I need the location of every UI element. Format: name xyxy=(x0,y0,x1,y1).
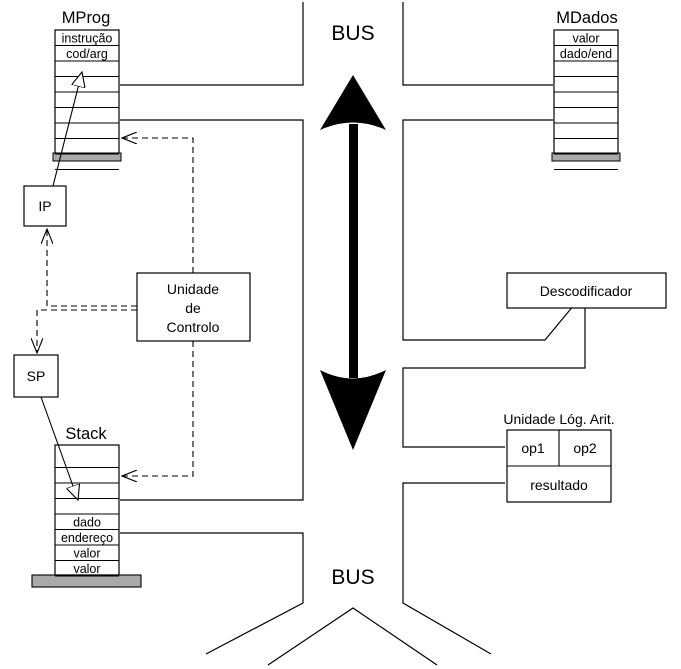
bus-top-label: BUS xyxy=(331,22,374,45)
ip-to-mprog-arrow xyxy=(52,72,82,187)
mdados-cell: dado/end xyxy=(560,47,612,61)
control-line-3: Controlo xyxy=(167,319,220,335)
decoder-box: Descodificador xyxy=(506,272,667,309)
bus-outline xyxy=(120,2,586,666)
alu-result: resultado xyxy=(530,477,588,493)
stack-cell: endereço xyxy=(61,531,113,545)
stack-cell: valor xyxy=(73,562,100,576)
alu-op2: op2 xyxy=(573,440,597,456)
bus-bottom-label: BUS xyxy=(331,566,374,589)
control-line-2: de xyxy=(185,300,201,316)
alu-title: Unidade Lóg. Arit. xyxy=(503,411,614,427)
mdados-title: MDados xyxy=(556,9,617,27)
sp-label: SP xyxy=(27,368,46,384)
stack-cell: valor xyxy=(73,547,100,561)
alu-box: op1 op2 resultado xyxy=(506,429,612,503)
stack-cell: dado xyxy=(73,516,101,530)
sp-register: SP xyxy=(13,354,59,398)
ip-register: IP xyxy=(23,185,67,227)
mprog-cell: cod/arg xyxy=(66,47,108,61)
decoder-label: Descodificador xyxy=(540,283,633,299)
stack-title: Stack xyxy=(65,425,107,443)
control-unit: Unidade de Controlo xyxy=(136,272,251,342)
mdados-cell: valor xyxy=(572,32,599,46)
sp-to-stack-arrow xyxy=(40,396,78,500)
control-line-1: Unidade xyxy=(167,281,219,297)
control-signals xyxy=(37,138,194,476)
mprog-cell: instrução xyxy=(62,32,113,46)
bus-bidirectional-arrow xyxy=(320,75,386,450)
alu-op1: op1 xyxy=(521,440,545,456)
ip-label: IP xyxy=(38,198,51,214)
mprog-title: MProg xyxy=(62,9,111,27)
